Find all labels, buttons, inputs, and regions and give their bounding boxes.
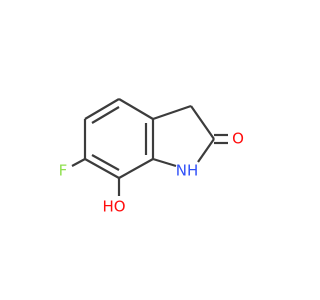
bond-c3-c2: [190, 105, 215, 140]
bond-c2-n1: [197, 138, 215, 163]
bond-c6-f: [71, 158, 86, 167]
hydroxyl-group-label: HO: [102, 198, 125, 216]
bond-c3a-c4: [118, 98, 154, 120]
bond-n1-c7a: [152, 157, 177, 168]
carbonyl-oxygen-label: O: [232, 130, 244, 148]
bond-c7-c7a-outer: [118, 158, 154, 179]
molecule-structure-diagram: F HO NH O: [59, 98, 244, 216]
amine-nh-label: NH: [176, 162, 199, 180]
bond-c4-c5-outer: [84, 98, 120, 120]
bond-c6-c7: [84, 158, 120, 179]
bond-c3a-c3: [152, 104, 192, 121]
fluorine-atom-label: F: [59, 162, 68, 180]
bond-c4-c5-inner: [91, 106, 120, 124]
bond-c6-c7-inner: [91, 154, 120, 171]
